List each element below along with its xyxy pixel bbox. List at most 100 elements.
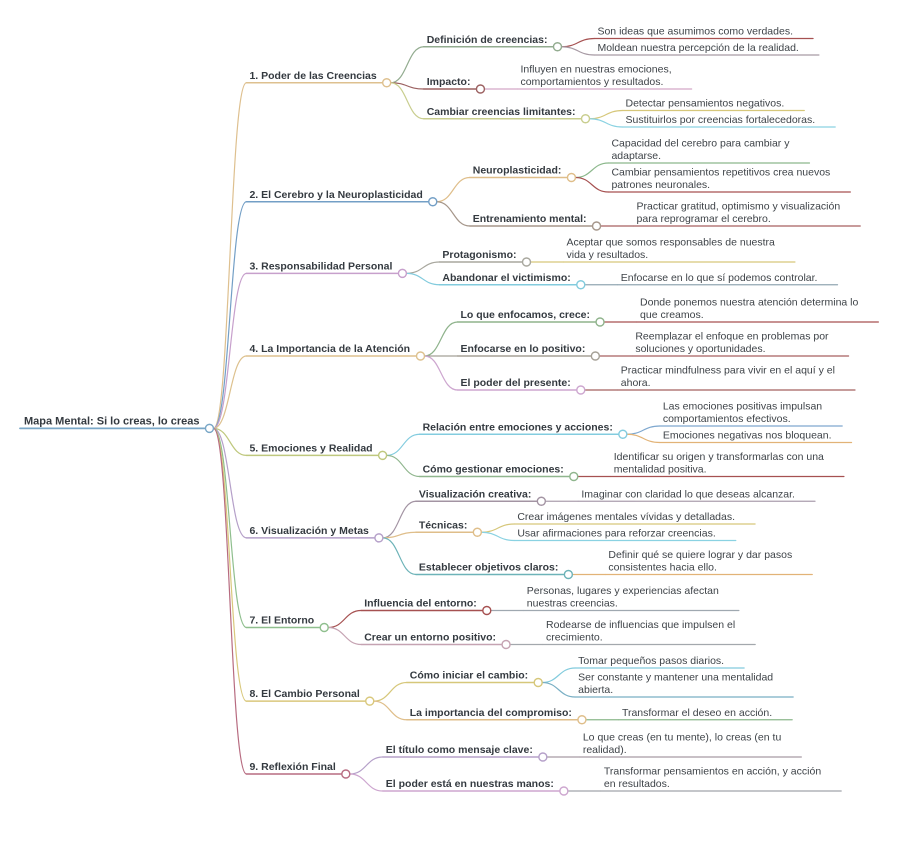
node-toggle[interactable] xyxy=(533,677,543,688)
link-curve xyxy=(390,46,424,84)
link-curve xyxy=(382,500,416,539)
node-toggle[interactable] xyxy=(377,450,388,461)
subtopic-label: Impacto: xyxy=(427,76,471,88)
subtopic-label: Definición de creencias: xyxy=(427,34,548,46)
leaf-text: Moldean nuestra percepción de la realida… xyxy=(597,42,798,54)
node-toggle[interactable] xyxy=(415,351,426,361)
leaf-text: Definir qué se quiere lograr y dar pasos xyxy=(608,549,792,561)
link-curve xyxy=(349,773,383,792)
node-toggle[interactable] xyxy=(475,84,486,94)
subtopic-label: Entrenamiento mental: xyxy=(473,213,587,225)
leaf-text: en resultados. xyxy=(604,778,670,790)
node-toggle[interactable] xyxy=(552,42,563,52)
node-toggle[interactable] xyxy=(538,752,548,762)
node-toggle[interactable] xyxy=(374,533,384,543)
subtopic-label: Visualización creativa: xyxy=(419,488,531,500)
link-curve xyxy=(382,537,416,576)
node-toggle[interactable] xyxy=(569,471,579,482)
link-curve xyxy=(436,201,470,227)
node-toggle[interactable] xyxy=(618,429,628,439)
leaf-text: Crear imágenes mentales vívidas y detall… xyxy=(517,511,735,523)
leaf-text: Influyen en nuestras emociones, xyxy=(520,64,671,76)
subtopic-label: Establecer objetivos claros: xyxy=(419,562,558,574)
node-toggle[interactable] xyxy=(204,423,215,434)
leaf-text: vida y resultados. xyxy=(567,249,649,261)
branch-label: 3. Responsabilidad Personal xyxy=(249,260,392,272)
node-toggle[interactable] xyxy=(501,639,511,650)
link-curve xyxy=(212,201,248,429)
subtopic-label: Relación entre emociones y acciones: xyxy=(423,421,613,433)
node-toggle[interactable] xyxy=(576,385,586,395)
branch-label: 1. Poder de las Creencias xyxy=(249,70,376,82)
leaf-text: comportamientos y resultados. xyxy=(520,76,663,88)
link-curve xyxy=(626,425,660,435)
link-curve xyxy=(213,272,247,429)
node-toggle[interactable] xyxy=(595,317,605,327)
node-toggle[interactable] xyxy=(576,280,586,290)
leaf-text: que creamos. xyxy=(640,309,704,321)
leaf-text: Rodearse de influencias que impulsen el xyxy=(546,619,735,631)
leaf-text: Las emociones positivas impulsan xyxy=(663,401,822,413)
node-toggle[interactable] xyxy=(577,715,587,725)
link-curve xyxy=(542,681,576,698)
node-toggle[interactable] xyxy=(566,172,577,183)
link-curve xyxy=(386,454,420,478)
link-curve xyxy=(390,82,424,120)
leaf-text: Transformar el deseo en acción. xyxy=(622,707,772,719)
link-curve xyxy=(382,531,416,539)
branch-label: 9. Reflexión Final xyxy=(249,761,335,773)
leaf-text: consistentes hacia ello. xyxy=(608,562,717,574)
branch-label: 5. Emociones y Realidad xyxy=(249,442,372,454)
node-toggle[interactable] xyxy=(591,221,602,231)
node-toggle[interactable] xyxy=(365,696,375,706)
leaf-text: ahora. xyxy=(621,377,651,389)
link-curve xyxy=(386,433,420,456)
node-toggle[interactable] xyxy=(563,569,574,580)
link-curve xyxy=(373,700,407,721)
branch-label: 6. Visualización y Metas xyxy=(249,525,369,537)
leaf-text: Capacidad del cerebro para cambiar y xyxy=(611,138,790,150)
node-toggle[interactable] xyxy=(428,197,438,207)
node-toggle[interactable] xyxy=(590,351,601,361)
leaf-text: comportamientos efectivos. xyxy=(663,413,791,425)
subtopic-label: El poder está en nuestras manos: xyxy=(386,778,554,790)
link-curve xyxy=(561,46,595,56)
leaf-text: realidad). xyxy=(583,744,627,756)
link-curve xyxy=(212,427,248,629)
subtopic-label: Técnicas: xyxy=(419,519,467,531)
leaf-text: para reprogramar el cerebro. xyxy=(637,213,771,225)
branch-label: 8. El Cambio Personal xyxy=(249,688,359,700)
branch-label: 2. El Cerebro y la Neuroplasticidad xyxy=(249,189,422,201)
subtopic-label: El poder del presente: xyxy=(460,377,570,389)
leaf-text: Son ideas que asumimos como verdades. xyxy=(597,26,793,38)
leaf-text: Practicar mindfulness para vivir en el a… xyxy=(621,365,835,377)
link-curve xyxy=(213,427,247,456)
subtopic-label: La importancia del compromiso: xyxy=(410,707,572,719)
link-curve xyxy=(406,272,440,286)
subtopic-label: Cómo gestionar emociones: xyxy=(423,464,564,476)
link-curve xyxy=(436,176,470,203)
link-curve xyxy=(213,427,247,539)
link-curve xyxy=(626,433,660,444)
node-toggle[interactable] xyxy=(559,786,569,796)
node-toggle[interactable] xyxy=(536,496,547,506)
link-curve xyxy=(481,523,515,533)
node-toggle[interactable] xyxy=(381,78,392,88)
link-curve xyxy=(328,609,362,629)
subtopic-label: Crear un entorno positivo: xyxy=(364,632,496,644)
leaf-text: Detectar pensamientos negativos. xyxy=(626,98,785,110)
subtopic-label: Lo que enfocamos, crece: xyxy=(460,309,590,321)
node-toggle[interactable] xyxy=(472,527,483,537)
node-toggle[interactable] xyxy=(341,769,351,779)
node-toggle[interactable] xyxy=(397,268,408,279)
link-curve xyxy=(481,531,515,542)
node-toggle[interactable] xyxy=(319,622,329,633)
root-label: Mapa Mental: Si lo creas, lo creas xyxy=(24,415,199,427)
node-toggle[interactable] xyxy=(482,605,492,616)
link-curve xyxy=(589,118,623,128)
node-toggle[interactable] xyxy=(521,257,532,267)
node-toggle[interactable] xyxy=(580,114,591,124)
leaf-text: soluciones y oportunidades. xyxy=(635,343,765,355)
